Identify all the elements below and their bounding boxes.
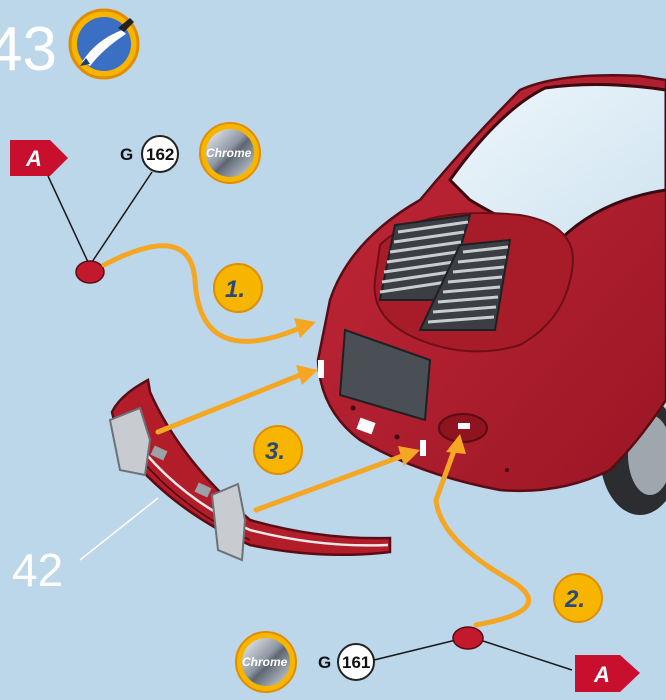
step-badge-1: 1. [214, 264, 262, 312]
step-badge-3: 3. [254, 426, 302, 474]
paint-code-number-top: 162 [146, 145, 174, 164]
paint-code-letter-top: G [120, 145, 133, 164]
chrome-paint-icon: Chrome [200, 123, 260, 183]
svg-text:2.: 2. [564, 586, 585, 613]
paint-callout-bottom: Chrome G 161 A [236, 627, 640, 692]
bumper-mount-hole-left [318, 360, 324, 378]
paint-code-number-bottom: 161 [342, 653, 370, 672]
bumper-guard-left [110, 408, 150, 475]
part-leader-line [80, 498, 158, 560]
flag-label-bottom: A [593, 662, 610, 687]
part-number: 42 [12, 544, 63, 596]
paint-callout-top: A G 162 Chrome [10, 123, 260, 283]
svg-text:1.: 1. [225, 276, 245, 303]
taillight-lens-top [76, 261, 104, 283]
bumper-mount-hole-right [420, 440, 426, 456]
arrow-1 [104, 246, 300, 342]
taillight-lens-bottom [453, 627, 483, 649]
step-number: 43 [0, 15, 57, 84]
paint-code-letter-bottom: G [318, 653, 331, 672]
bumper-guard-right [212, 484, 245, 560]
paintbrush-icon [70, 10, 138, 78]
chrome-label-bottom: Chrome [242, 655, 288, 669]
chrome-paint-icon: Chrome [236, 632, 296, 692]
arrow-3a [158, 375, 300, 432]
chrome-label-top: Chrome [206, 146, 252, 160]
car-rear [318, 75, 666, 515]
socket-hole [458, 423, 470, 429]
svg-text:3.: 3. [265, 438, 285, 465]
flag-label-top: A [25, 146, 42, 171]
step-badge-2: 2. [554, 574, 602, 622]
